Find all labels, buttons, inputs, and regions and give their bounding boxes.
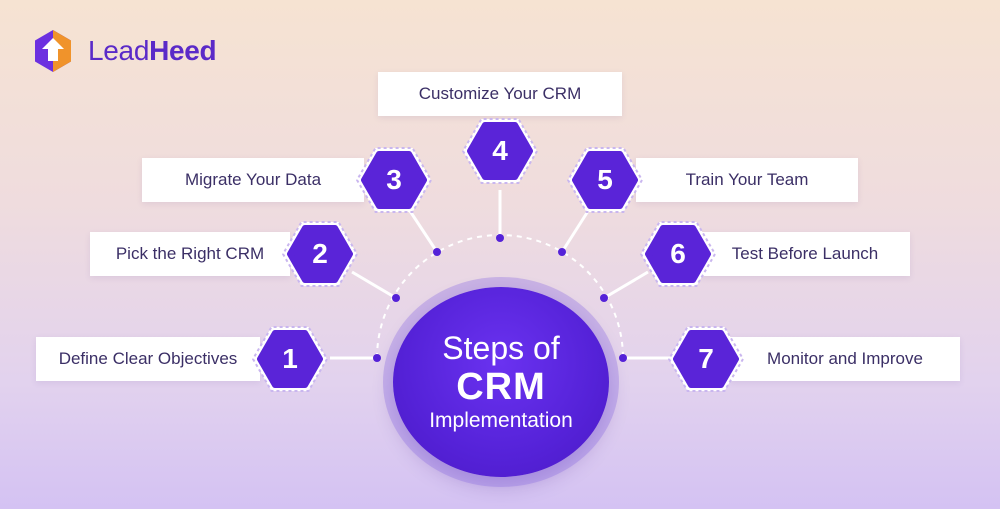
connector-dot-1 xyxy=(373,354,381,362)
brand-name-part1: Lead xyxy=(88,35,150,66)
brand-logo: LeadHeed xyxy=(30,28,217,74)
center-title-line2: CRM xyxy=(456,366,546,408)
step-number-1: 1 xyxy=(282,343,298,374)
center-circle: Steps of CRM Implementation xyxy=(393,287,609,477)
step-badge-1: 1 xyxy=(250,319,330,399)
upload-arrow-icon xyxy=(35,30,71,72)
step-badge-6: 6 xyxy=(638,214,718,294)
connector-line-2 xyxy=(351,270,397,300)
connector-dot-5 xyxy=(558,248,566,256)
step-badge-5: 5 xyxy=(565,140,645,220)
step-badge-7: 7 xyxy=(666,319,746,399)
step-number-3: 3 xyxy=(386,164,402,195)
step-label-4: Customize Your CRM xyxy=(378,72,622,116)
step-number-4: 4 xyxy=(492,135,508,166)
step-number-2: 2 xyxy=(312,238,328,269)
step-badge-4: 4 xyxy=(460,111,540,191)
step-badge-2: 2 xyxy=(280,214,360,294)
step-label-3: Migrate Your Data xyxy=(142,158,364,202)
connector-line-6 xyxy=(603,270,649,300)
connector-line-5 xyxy=(560,207,592,253)
brand-name-part2: Heed xyxy=(149,35,217,66)
step-number-5: 5 xyxy=(597,164,613,195)
step-label-7: Monitor and Improve xyxy=(730,337,960,381)
step-number-7: 7 xyxy=(698,343,714,374)
connector-dot-3 xyxy=(433,248,441,256)
step-number-6: 6 xyxy=(670,238,686,269)
brand-name: LeadHeed xyxy=(88,35,217,67)
step-label-6: Test Before Launch xyxy=(700,232,910,276)
connector-dot-4 xyxy=(496,234,504,242)
connector-dot-6 xyxy=(600,294,608,302)
step-label-5: Train Your Team xyxy=(636,158,858,202)
center-title-line1: Steps of xyxy=(442,330,560,366)
center-title-line3: Implementation xyxy=(429,409,573,432)
connector-line-3 xyxy=(406,207,439,253)
step-label-1: Define Clear Objectives xyxy=(36,337,260,381)
step-label-2: Pick the Right CRM xyxy=(90,232,290,276)
step-badge-3: 3 xyxy=(354,140,434,220)
connector-dot-7 xyxy=(619,354,627,362)
connector-dot-2 xyxy=(392,294,400,302)
